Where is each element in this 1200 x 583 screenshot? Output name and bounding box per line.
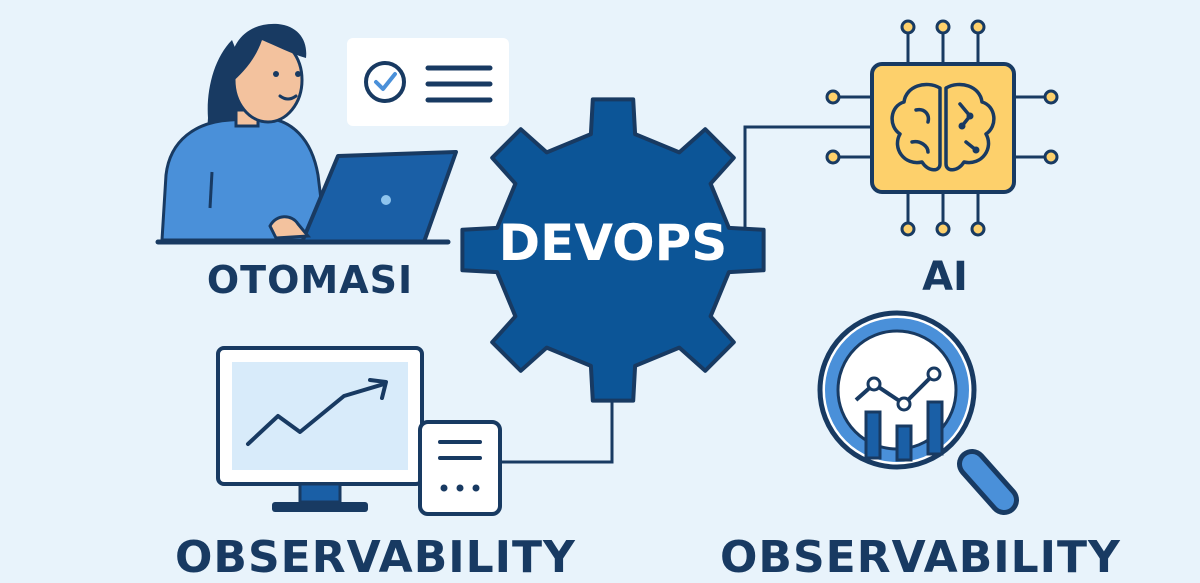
node-label-observability-right: OBSERVABILITY (720, 532, 1121, 583)
node-label-ai: AI (922, 254, 968, 300)
magnifier-chart-icon (817, 310, 1019, 515)
connector-gear-to-ai (743, 125, 870, 230)
devops-gear-icon (460, 97, 766, 403)
brain-chip-icon (825, 19, 1059, 237)
task-card-icon (347, 38, 509, 126)
devops-diagram: DEVOPS OTOMASI AI OBSERVABILITY OBSERVAB… (155, 19, 1120, 583)
connector-lines (500, 125, 870, 464)
devops-center-label: DEVOPS (499, 214, 728, 272)
node-label-observability-left: OBSERVABILITY (175, 532, 576, 583)
gear-shape (460, 97, 766, 403)
diagram-canvas: DEVOPS (155, 19, 1059, 516)
person-laptop-icon (155, 23, 458, 245)
server-box-icon (418, 420, 502, 516)
node-label-otomasi: OTOMASI (206, 258, 414, 302)
monitor-chart-icon (216, 346, 424, 512)
connector-gear-to-server (500, 385, 614, 464)
